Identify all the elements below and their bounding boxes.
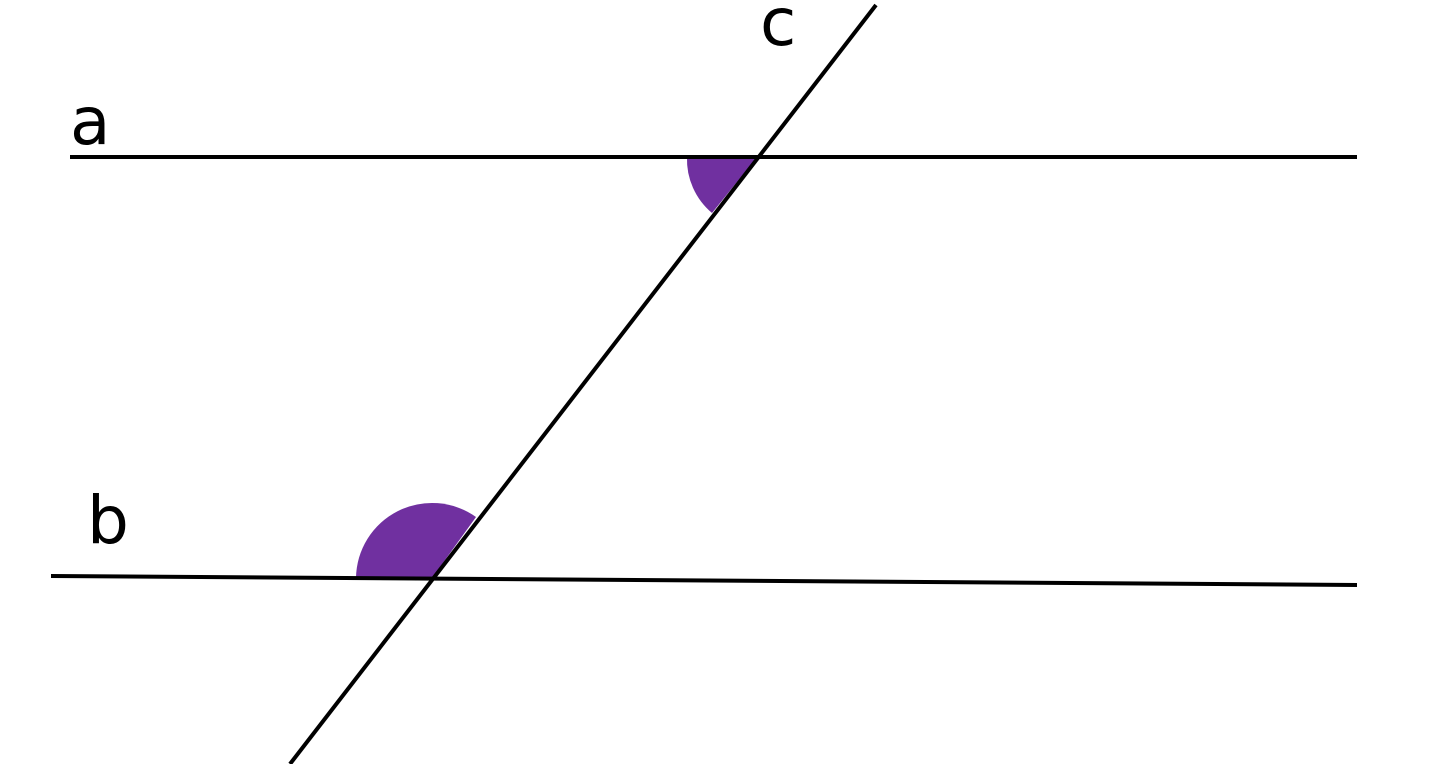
angle-marker-lower (356, 502, 476, 578)
label-b: b (87, 482, 129, 559)
label-c: c (760, 0, 796, 61)
label-a: a (70, 83, 110, 160)
line-b (50, 574, 1358, 587)
line-c (288, 3, 878, 764)
angle-marker-upper (686, 157, 757, 213)
